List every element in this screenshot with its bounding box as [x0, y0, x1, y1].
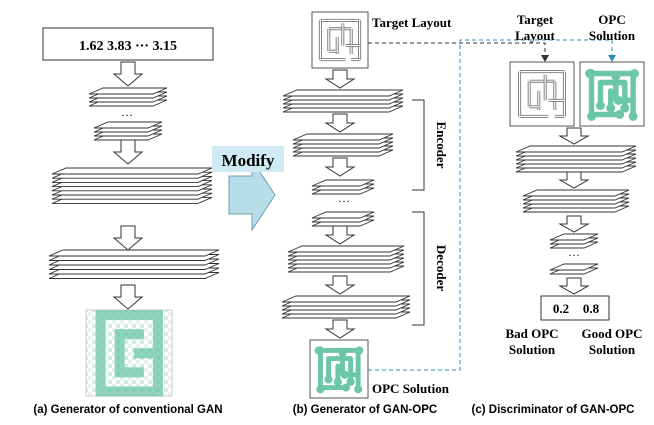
modify-label: Modify: [222, 151, 275, 170]
layer-stack: [48, 249, 220, 279]
score-box: [540, 295, 610, 321]
decoder-layer-stack: [281, 295, 411, 319]
down-arrow-icon: [558, 215, 590, 233]
score-good: 0.8: [583, 301, 600, 316]
layer-sheet: [549, 233, 599, 241]
opc-solution-image: [309, 339, 369, 399]
bad-opc-label-line2: Solution: [509, 342, 556, 357]
caption-a: (a) Generator of conventional GAN: [33, 404, 222, 416]
opc-to-discriminator-line: [368, 39, 613, 371]
layer-sheet: [287, 245, 405, 253]
opc-label-c-line2: Solution: [589, 28, 636, 43]
pixelated-mask-image: [85, 309, 173, 397]
layer-stack: [51, 167, 213, 204]
input-vector-box: [42, 27, 214, 61]
decoder-layer-stack: [311, 211, 375, 227]
encoder-label: Encoder: [434, 122, 449, 169]
layer-stack: [93, 121, 163, 141]
target-to-discriminator-line: [368, 42, 546, 56]
encoder-layer-stack: [311, 179, 375, 195]
down-arrow-icon: [112, 225, 144, 251]
decoder-label: Decoder: [434, 245, 449, 291]
arrowhead-icon: [608, 55, 616, 62]
modify-label-bg: [212, 146, 284, 172]
layer-sheet: [515, 145, 637, 153]
layer-sheet: [549, 263, 599, 271]
layer-sheet: [311, 179, 375, 187]
good-opc-label-line2: Solution: [589, 342, 636, 357]
layer-stack: [549, 233, 599, 249]
target-layout-image: [509, 61, 575, 127]
ellipsis: ···: [121, 108, 133, 122]
layer-sheet: [51, 167, 213, 175]
arrowhead-icon: [541, 55, 549, 62]
layer-stack: [88, 87, 168, 107]
ellipsis: ···: [338, 194, 350, 208]
panel-c-discriminator-gan-opc: Target Layout OPC Solution ··· 0.2 0.8 B…: [472, 12, 645, 416]
panel-a-generator-conventional: 1.62 3.83 ··· 3.15 ··· (a) Generator of …: [33, 27, 223, 416]
caption-b: (b) Generator of GAN-OPC: [293, 404, 437, 416]
encoder-layer-stack: [282, 89, 404, 113]
down-arrow-icon: [112, 61, 144, 87]
layer-sheet: [282, 89, 404, 97]
opc-solution-image: [579, 61, 645, 127]
down-arrow-icon: [112, 284, 144, 310]
layer-stack: [522, 189, 630, 213]
layer-sheet: [93, 121, 163, 129]
caption-c: (c) Discriminator of GAN-OPC: [472, 404, 635, 416]
down-arrow-icon: [324, 113, 356, 133]
layer-sheet: [281, 295, 411, 303]
block-arrow-icon: [228, 158, 276, 232]
layer-sheet: [48, 249, 220, 257]
down-arrow-icon: [324, 225, 356, 245]
opc-solution-label: OPC Solution: [372, 381, 450, 396]
down-arrow-icon: [324, 275, 356, 295]
down-arrow-icon: [558, 171, 590, 189]
input-vector-text: 1.62 3.83 ··· 3.15: [79, 39, 177, 54]
down-arrow-icon: [324, 157, 356, 177]
layer-sheet: [311, 211, 375, 219]
panel-b-generator-gan-opc: Target Layout ··· Encoder Decoder OPC So…: [281, 11, 452, 416]
good-opc-label: Good OPC: [581, 326, 642, 341]
opc-label-c: OPC: [598, 12, 625, 27]
down-arrow-icon: [324, 319, 356, 339]
target-label-c-line2: Layout: [515, 28, 555, 43]
dashed-connectors: [368, 39, 616, 371]
ellipsis: ···: [568, 248, 580, 262]
layer-stack: [515, 145, 637, 173]
down-arrow-icon: [558, 277, 590, 295]
layer-stack: [549, 263, 599, 275]
encoder-layer-stack: [292, 133, 394, 157]
decoder-bracket: [412, 211, 425, 326]
down-arrow-icon: [324, 69, 356, 89]
encoder-bracket: [412, 99, 425, 191]
target-label-c: Target: [517, 12, 554, 27]
bad-opc-label: Bad OPC: [505, 326, 558, 341]
target-layout-label: Target Layout: [372, 15, 452, 30]
layer-sheet: [292, 133, 394, 141]
down-arrow-icon: [558, 127, 590, 145]
decoder-layer-stack: [287, 245, 405, 273]
layer-sheet: [88, 87, 168, 95]
layer-sheet: [522, 189, 630, 197]
target-layout-image: [311, 11, 369, 69]
down-arrow-icon: [112, 139, 144, 165]
modify-arrow: Modify: [212, 146, 284, 232]
score-bad: 0.2: [553, 301, 569, 316]
